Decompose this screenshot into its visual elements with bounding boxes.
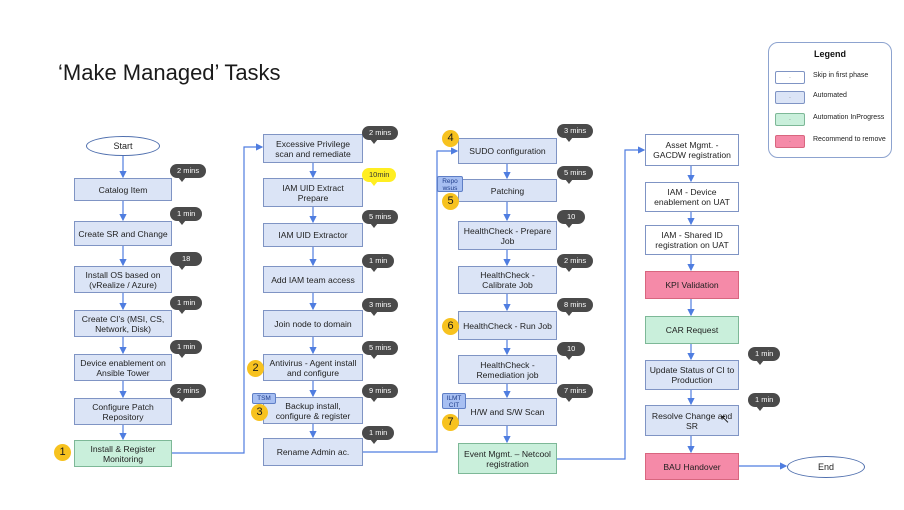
flow-step-install-monitoring: Install & Register Monitoring (74, 440, 172, 467)
flow-step-resolve-change: Resolve Change and SR (645, 405, 739, 436)
tool-tag-repo-wsus: Repo wsus (437, 176, 463, 192)
flow-step-device-enablement: Device enablement on Ansible Tower (74, 354, 172, 381)
time-bubble: 3 mins (557, 124, 594, 142)
flow-step-antivirus: Antivirus - Agent install and configure (263, 354, 363, 381)
step-marker: 7 (442, 414, 459, 431)
flow-step-kpi-validation: KPI Validation (645, 271, 739, 299)
time-bubble: 2 mins (557, 254, 594, 272)
mouse-cursor-icon: ↖ (720, 412, 731, 426)
time-bubble: 8 mins (557, 298, 594, 316)
flow-step-update-ci-status: Update Status of CI to Production (645, 360, 739, 390)
legend-label: Automated (813, 92, 847, 99)
time-bubble: 5 mins (557, 166, 594, 184)
legend-swatch: . (775, 113, 805, 126)
flow-step-catalog-item: Catalog Item (74, 178, 172, 201)
time-bubble: 5 mins (362, 210, 399, 228)
tool-tag-ilmt-cit: ILMT CIT (442, 393, 466, 409)
time-bubble: 2 mins (170, 384, 207, 402)
legend-swatch: . (775, 135, 805, 148)
flow-step-create-sr: Create SR and Change (74, 221, 172, 246)
start-oval: Start (86, 136, 160, 156)
step-marker: 2 (247, 360, 264, 377)
time-bubble: 1 min (170, 207, 203, 225)
time-bubble: 5 mins (362, 341, 399, 359)
step-marker: 6 (442, 318, 459, 335)
legend-swatch: . (775, 91, 805, 104)
flow-step-patching: Patching (458, 179, 557, 202)
time-bubble: 3 mins (362, 298, 399, 316)
end-oval: End (787, 456, 865, 478)
time-bubble: 1 min (170, 296, 203, 314)
time-bubble: 2 mins (170, 164, 207, 182)
flow-step-event-mgmt: Event Mgmt. – Netcool registration (458, 443, 557, 474)
time-bubble: 2 mins (362, 126, 399, 144)
flow-step-car-request: CAR Request (645, 316, 739, 344)
time-bubble: 1 min (748, 347, 781, 365)
time-bubble: 18 (170, 252, 203, 270)
flow-step-join-node: Join node to domain (263, 310, 363, 337)
flow-step-configure-patch: Configure Patch Repository (74, 398, 172, 425)
legend-label: Skip in first phase (813, 72, 869, 79)
flow-step-install-os: Install OS based on (vRealize / Azure) (74, 266, 172, 293)
flow-step-bau-handover: BAU Handover (645, 453, 739, 480)
step-marker: 5 (442, 193, 459, 210)
time-bubble: 10 (557, 210, 586, 228)
flow-step-iam-uid-extract-prepare: IAM UID Extract Prepare (263, 178, 363, 207)
tool-tag-tsm: TSM (252, 393, 276, 404)
time-bubble: 1 min (362, 426, 395, 444)
flow-step-excessive-privilege: Excessive Privilege scan and remediate (263, 134, 363, 163)
legend: Legend . Skip in first phase . Automated… (768, 42, 892, 158)
step-marker: 4 (442, 130, 459, 147)
flow-step-iam-uid-extractor: IAM UID Extractor (263, 223, 363, 247)
legend-label: Recommend to remove (813, 136, 886, 143)
flow-step-add-iam-team: Add IAM team access (263, 266, 363, 293)
legend-label: Automation InProgress (813, 114, 885, 121)
step-marker: 3 (251, 404, 268, 421)
step-marker: 1 (54, 444, 71, 461)
flow-step-sudo: SUDO configuration (458, 138, 557, 164)
time-bubble: 1 min (748, 393, 781, 411)
legend-title: Legend (813, 49, 846, 59)
flow-step-healthcheck-run: HealthCheck - Run Job (458, 311, 557, 340)
flow-step-asset-mgmt: Asset Mgmt. - GACDW registration (645, 134, 739, 166)
flow-step-hw-sw-scan: H/W and S/W Scan (458, 398, 557, 426)
flow-step-create-cis: Create CI’s (MSI, CS, Network, Disk) (74, 310, 172, 337)
time-bubble: 1 min (362, 254, 395, 272)
flow-step-healthcheck-prepare: HealthCheck - Prepare Job (458, 221, 557, 250)
flow-step-rename-admin: Rename Admin ac. (263, 438, 363, 466)
flow-step-backup: Backup install, configure & register (263, 397, 363, 424)
page-title: ‘Make Managed’ Tasks (58, 60, 281, 85)
flow-step-healthcheck-calibrate: HealthCheck - Calibrate Job (458, 266, 557, 294)
time-bubble: 10min (362, 168, 397, 186)
time-bubble: 10 (557, 342, 586, 360)
flow-step-iam-device-enablement: IAM - Device enablement on UAT (645, 182, 739, 212)
time-bubble: 1 min (170, 340, 203, 358)
legend-swatch: . (775, 71, 805, 84)
flow-step-healthcheck-remediation: HealthCheck - Remediation job (458, 355, 557, 384)
time-bubble: 7 mins (557, 384, 594, 402)
time-bubble: 9 mins (362, 384, 399, 402)
flow-step-iam-shared-id: IAM - Shared ID registration on UAT (645, 225, 739, 255)
